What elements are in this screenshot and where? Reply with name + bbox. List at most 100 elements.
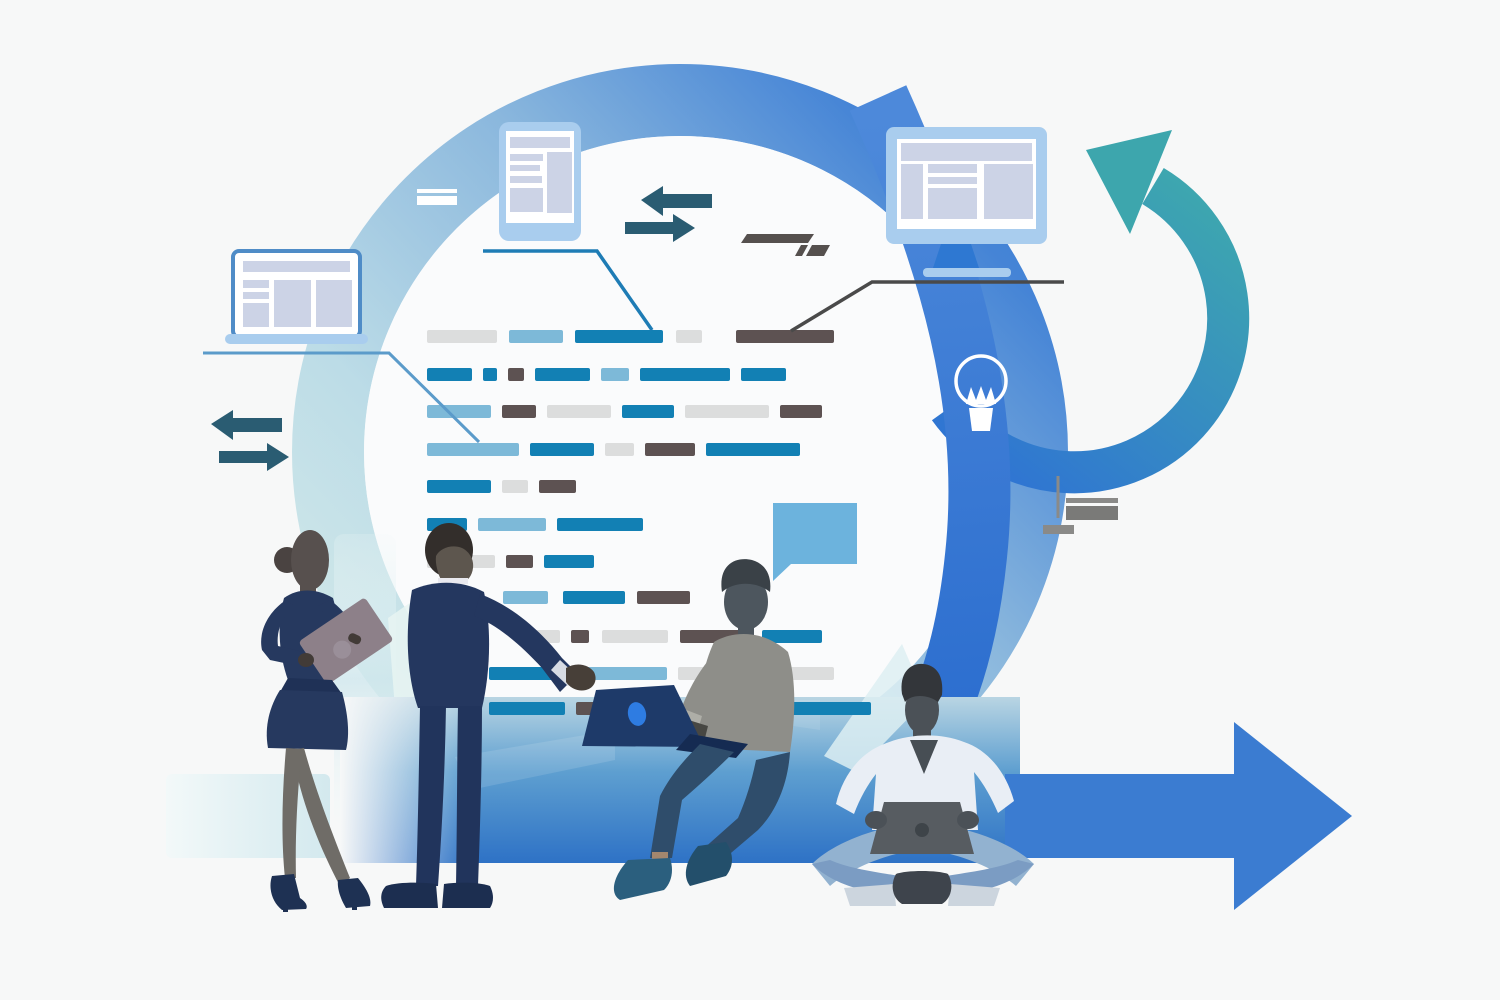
code-bar-dark — [506, 555, 533, 568]
screen-row — [928, 177, 977, 184]
heel-shoe — [270, 874, 307, 910]
head — [291, 530, 329, 590]
hand — [566, 664, 596, 691]
code-bar-dark — [571, 630, 589, 643]
arrow-right-icon — [625, 214, 695, 242]
glyph-bar — [741, 234, 814, 243]
code-bar-dark — [780, 405, 822, 418]
hair — [901, 663, 943, 702]
glyph-piece — [806, 245, 830, 256]
v-neck — [910, 740, 938, 774]
leg — [650, 744, 734, 858]
code-wall — [427, 330, 834, 680]
leg — [456, 706, 482, 886]
laptop-base — [225, 334, 368, 344]
arm-left — [261, 600, 312, 668]
shoe — [381, 882, 438, 908]
shoe-wedge — [844, 884, 896, 906]
bulb-filament — [966, 386, 996, 404]
code-bar-gray — [427, 330, 497, 343]
transfer-arrows-center — [625, 186, 712, 242]
code-bar-gray — [602, 630, 668, 643]
shoe — [685, 842, 732, 886]
screen-block — [510, 188, 543, 212]
screen-row — [510, 154, 543, 161]
ankle — [652, 852, 668, 861]
speech-bubble-icon — [773, 503, 857, 581]
leg-front — [292, 748, 350, 886]
laptop-logo — [627, 702, 647, 726]
arrow-head — [1234, 722, 1352, 910]
lightbulb-icon — [954, 354, 1008, 431]
monitor-browser-icon — [886, 127, 1047, 277]
code-bar-lightblue — [509, 330, 563, 343]
code-bar-gray — [676, 330, 702, 343]
tablet — [299, 598, 393, 684]
laptop-connector-line — [203, 351, 481, 444]
screen-row — [243, 280, 269, 288]
arrow-right-icon — [219, 443, 289, 471]
tablet-body — [299, 598, 393, 684]
window-glyph-gray — [1043, 476, 1118, 534]
heel-shoe — [337, 878, 371, 908]
leg — [416, 706, 446, 886]
screen-topbar — [901, 143, 1032, 161]
screen-block — [274, 280, 311, 327]
code-bar-blue — [706, 443, 800, 456]
leg-back — [282, 748, 302, 878]
monitor-stand — [933, 244, 979, 268]
collar — [438, 578, 468, 584]
code-bar-dark — [736, 330, 834, 343]
torso-arms — [836, 735, 1014, 830]
screen-topbar — [243, 261, 350, 272]
code-bar-blue — [489, 667, 556, 680]
transfer-arrows-left — [211, 410, 289, 471]
pale-wedge-right — [824, 644, 926, 772]
feet — [892, 871, 952, 904]
glyph-block — [1066, 506, 1118, 520]
arrow-left-icon — [211, 410, 282, 440]
screen-row — [243, 292, 269, 299]
code-bar-blue — [427, 368, 472, 381]
bulb-glass — [954, 354, 1008, 408]
screen-block — [243, 303, 269, 327]
code-bar-blue — [483, 368, 497, 381]
laptop-logo — [915, 823, 929, 837]
code-bar-dark — [502, 405, 536, 418]
hand — [865, 811, 887, 829]
laptop-browser-icon — [225, 249, 368, 344]
glyph-piece — [795, 245, 808, 256]
code-bar-blue — [530, 443, 594, 456]
code-bar-blue — [563, 591, 625, 604]
code-bar-dark — [637, 591, 690, 604]
screen-block — [316, 280, 352, 327]
code-bar-lightblue — [503, 591, 548, 604]
tablet-highlight — [333, 640, 352, 659]
ring-dash-thin — [417, 189, 457, 193]
heel-spike — [352, 901, 357, 910]
bulb-base — [969, 408, 993, 431]
hair — [721, 559, 771, 592]
skirt — [266, 690, 349, 750]
arm-extended — [474, 594, 578, 692]
code-bar-lightblue — [601, 368, 629, 381]
peplum — [280, 678, 342, 694]
head — [724, 574, 768, 630]
code-bar-dark — [539, 480, 576, 493]
ring-dash-thick — [417, 196, 457, 205]
monitor-base — [923, 268, 1011, 277]
band-highlight — [455, 730, 615, 790]
arm — [680, 652, 730, 724]
hook-arc — [931, 167, 1250, 494]
code-bar-gray — [685, 405, 769, 418]
cycle-arrow-hook — [931, 130, 1250, 494]
code-bar-blue — [544, 555, 594, 568]
screen-row — [510, 176, 542, 183]
screen-row — [928, 164, 977, 173]
figure-man-crosslegged-laptop — [812, 663, 1034, 906]
code-bar-blue — [787, 702, 871, 715]
phone-connector-line — [483, 249, 654, 331]
screen-block — [984, 164, 1033, 219]
code-bar-lightblue — [427, 405, 491, 418]
